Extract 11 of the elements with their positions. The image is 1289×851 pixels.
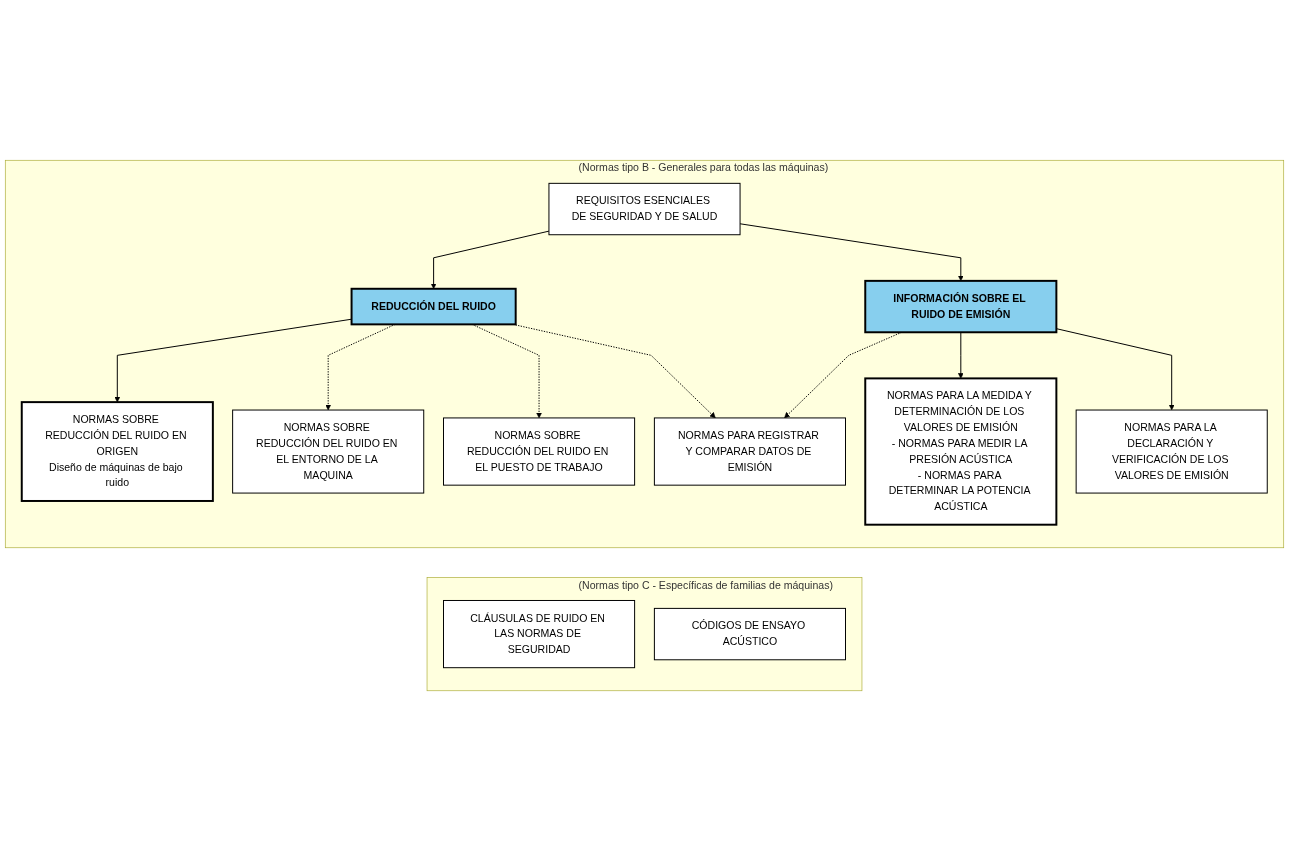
- node-box: NORMAS PARA REGISTRAR Y COMPARAR DATOS DE EMISIÓN: [653, 417, 846, 486]
- node-box: NORMAS SOBRE REDUCCIÓN DEL RUIDO EN EL ENTORNO DE LA MAQUINA: [232, 409, 425, 494]
- node-box: NORMAS PARA LA MEDIDA Y DETERMINACIÓN DE LOS VALORES DE EMISIÓN - NORMAS PARA MEDIR LA PRESIÓN ACÚSTICA - NORMAS PARA DETERMINAR LA POTENCIA ACÚSTICA: [864, 377, 1058, 526]
- node-box: CÓDIGOS DE ENSAYO ACÚSTICO: [653, 607, 846, 661]
- node-box: INFORMACIÓN SOBRE EL RUIDO DE EMISIÓN: [864, 279, 1058, 334]
- node-box: NORMAS SOBRE REDUCCIÓN DEL RUIDO EN ORIGEN Diseño de máquinas de bajo ruido: [20, 401, 214, 502]
- node-box: CLÁUSULAS DE RUIDO EN LAS NORMAS DE SEGURIDAD: [443, 599, 636, 669]
- node-box: REDUCCIÓN DEL RUIDO: [350, 287, 517, 326]
- node-box: NORMAS SOBRE REDUCCIÓN DEL RUIDO EN EL PUESTO DE TRABAJO: [443, 417, 636, 486]
- node-box: REQUISITOS ESENCIALES DE SEGURIDAD Y DE SALUD: [548, 182, 741, 236]
- node-box: NORMAS PARA LA DECLARACIÓN Y VERIFICACIÓN DE LOS VALORES DE EMISIÓN: [1075, 409, 1268, 494]
